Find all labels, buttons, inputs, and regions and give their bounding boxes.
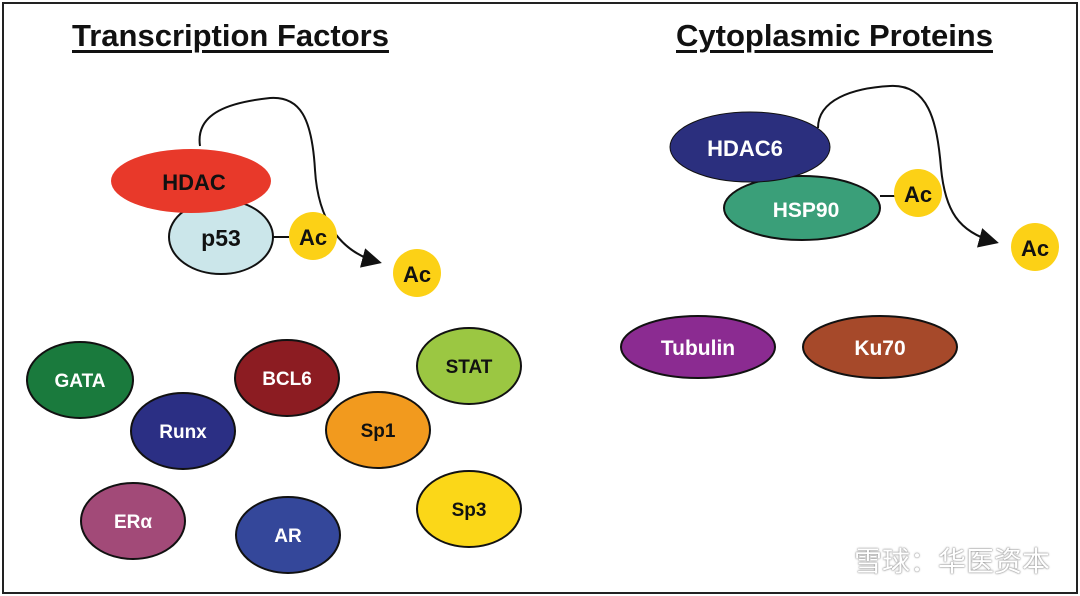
- hsp90-node: HSP90: [723, 175, 881, 241]
- ar-label: AR: [274, 526, 302, 547]
- p53-node: p53: [168, 199, 274, 275]
- stat-label: STAT: [446, 357, 493, 378]
- tubulin-shape: [620, 315, 776, 379]
- acetyl-released-right-shape: [1011, 223, 1059, 271]
- gata-node: GATA: [26, 341, 134, 419]
- ku70-node: Ku70: [802, 315, 958, 379]
- hdac6-node: HDAC6: [669, 111, 831, 183]
- runx-shape: [130, 392, 236, 470]
- deacetylation-arrow-right: [817, 84, 999, 248]
- sp1-node: Sp1: [325, 391, 431, 469]
- tubulin-label: Tubulin: [661, 337, 735, 360]
- runx-node: Runx: [130, 392, 236, 470]
- runx-label: Runx: [159, 422, 207, 443]
- era-label: ERα: [114, 512, 152, 533]
- title-cytoplasmic-proteins: Cytoplasmic Proteins: [676, 18, 993, 53]
- hsp90-shape: [723, 175, 881, 241]
- sp1-shape: [325, 391, 431, 469]
- title-transcription-factors: Transcription Factors: [72, 18, 389, 53]
- sp3-label: Sp3: [452, 500, 487, 521]
- sp1-label: Sp1: [361, 421, 396, 442]
- ar-shape: [235, 496, 341, 574]
- hdac-node: HDAC: [111, 149, 271, 213]
- gata-shape: [26, 341, 134, 419]
- watermark: 雪球：华医资本: [811, 540, 1050, 580]
- era-shape: [80, 482, 186, 560]
- acetyl-hsp90-label: Ac: [904, 182, 932, 207]
- acetyl-released-left-shape: [393, 249, 441, 297]
- bcl6-shape: [234, 339, 340, 417]
- acetyl-released-right-label: Ac: [1021, 236, 1049, 261]
- acetyl-released-left: Ac: [393, 249, 441, 297]
- sp3-node: Sp3: [416, 470, 522, 548]
- stat-node: STAT: [416, 327, 522, 405]
- sp3-shape: [416, 470, 522, 548]
- hsp90-label: HSP90: [773, 199, 840, 222]
- hdac-shape: [111, 149, 271, 213]
- hdac-label: HDAC: [162, 170, 226, 195]
- watermark-text: 雪球：华医资本: [853, 545, 1050, 578]
- p53-label: p53: [201, 225, 241, 251]
- era-node: ERα: [80, 482, 186, 560]
- bcl6-node: BCL6: [234, 339, 340, 417]
- hdac6-label: HDAC6: [707, 136, 783, 161]
- ku70-shape: [802, 315, 958, 379]
- acetyl-p53-label: Ac: [299, 225, 327, 250]
- bcl6-label: BCL6: [262, 369, 312, 390]
- stat-shape: [416, 327, 522, 405]
- gata-label: GATA: [54, 371, 105, 392]
- tubulin-node: Tubulin: [620, 315, 776, 379]
- ku70-label: Ku70: [854, 337, 905, 360]
- hdac6-shape: [669, 111, 831, 183]
- snowball-logo-icon: [812, 546, 844, 578]
- acetyl-released-left-label: Ac: [403, 262, 431, 287]
- ar-node: AR: [235, 496, 341, 574]
- acetyl-p53-shape: [289, 212, 337, 260]
- acetyl-released-right: Ac: [1011, 223, 1059, 271]
- acetyl-group-hsp90: Ac: [894, 169, 942, 217]
- acetyl-group-p53: Ac: [289, 212, 337, 260]
- acetyl-hsp90-shape: [894, 169, 942, 217]
